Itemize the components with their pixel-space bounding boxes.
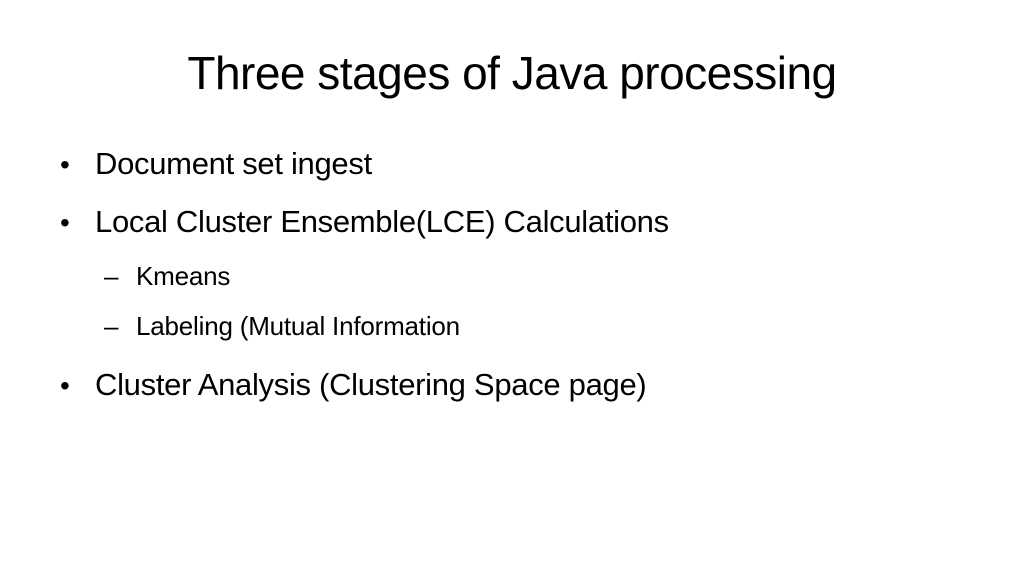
sub-bullet-marker: – — [104, 311, 119, 341]
bullet-item-cluster-analysis: • Cluster Analysis (Clustering Space pag… — [60, 367, 647, 403]
bullet-marker: • — [60, 370, 70, 401]
sub-bullet-text: Kmeans — [136, 261, 231, 291]
sub-bullet-text: Labeling (Mutual Information — [136, 311, 460, 341]
bullet-marker: • — [60, 207, 70, 238]
bullet-text: Document set ingest — [95, 146, 372, 181]
sub-bullet-item-labeling: – Labeling (Mutual Information — [104, 311, 460, 342]
bullet-item-lce-calculations: • Local Cluster Ensemble(LCE) Calculatio… — [60, 204, 669, 240]
sub-bullet-marker: – — [104, 261, 119, 291]
bullet-marker: • — [60, 149, 70, 180]
bullet-text: Local Cluster Ensemble(LCE) Calculations — [95, 204, 669, 239]
slide-title: Three stages of Java processing — [187, 47, 837, 99]
bullet-item-document-set-ingest: • Document set ingest — [60, 146, 372, 182]
sub-bullet-item-kmeans: – Kmeans — [104, 261, 230, 292]
bullet-text: Cluster Analysis (Clustering Space page) — [95, 367, 647, 402]
